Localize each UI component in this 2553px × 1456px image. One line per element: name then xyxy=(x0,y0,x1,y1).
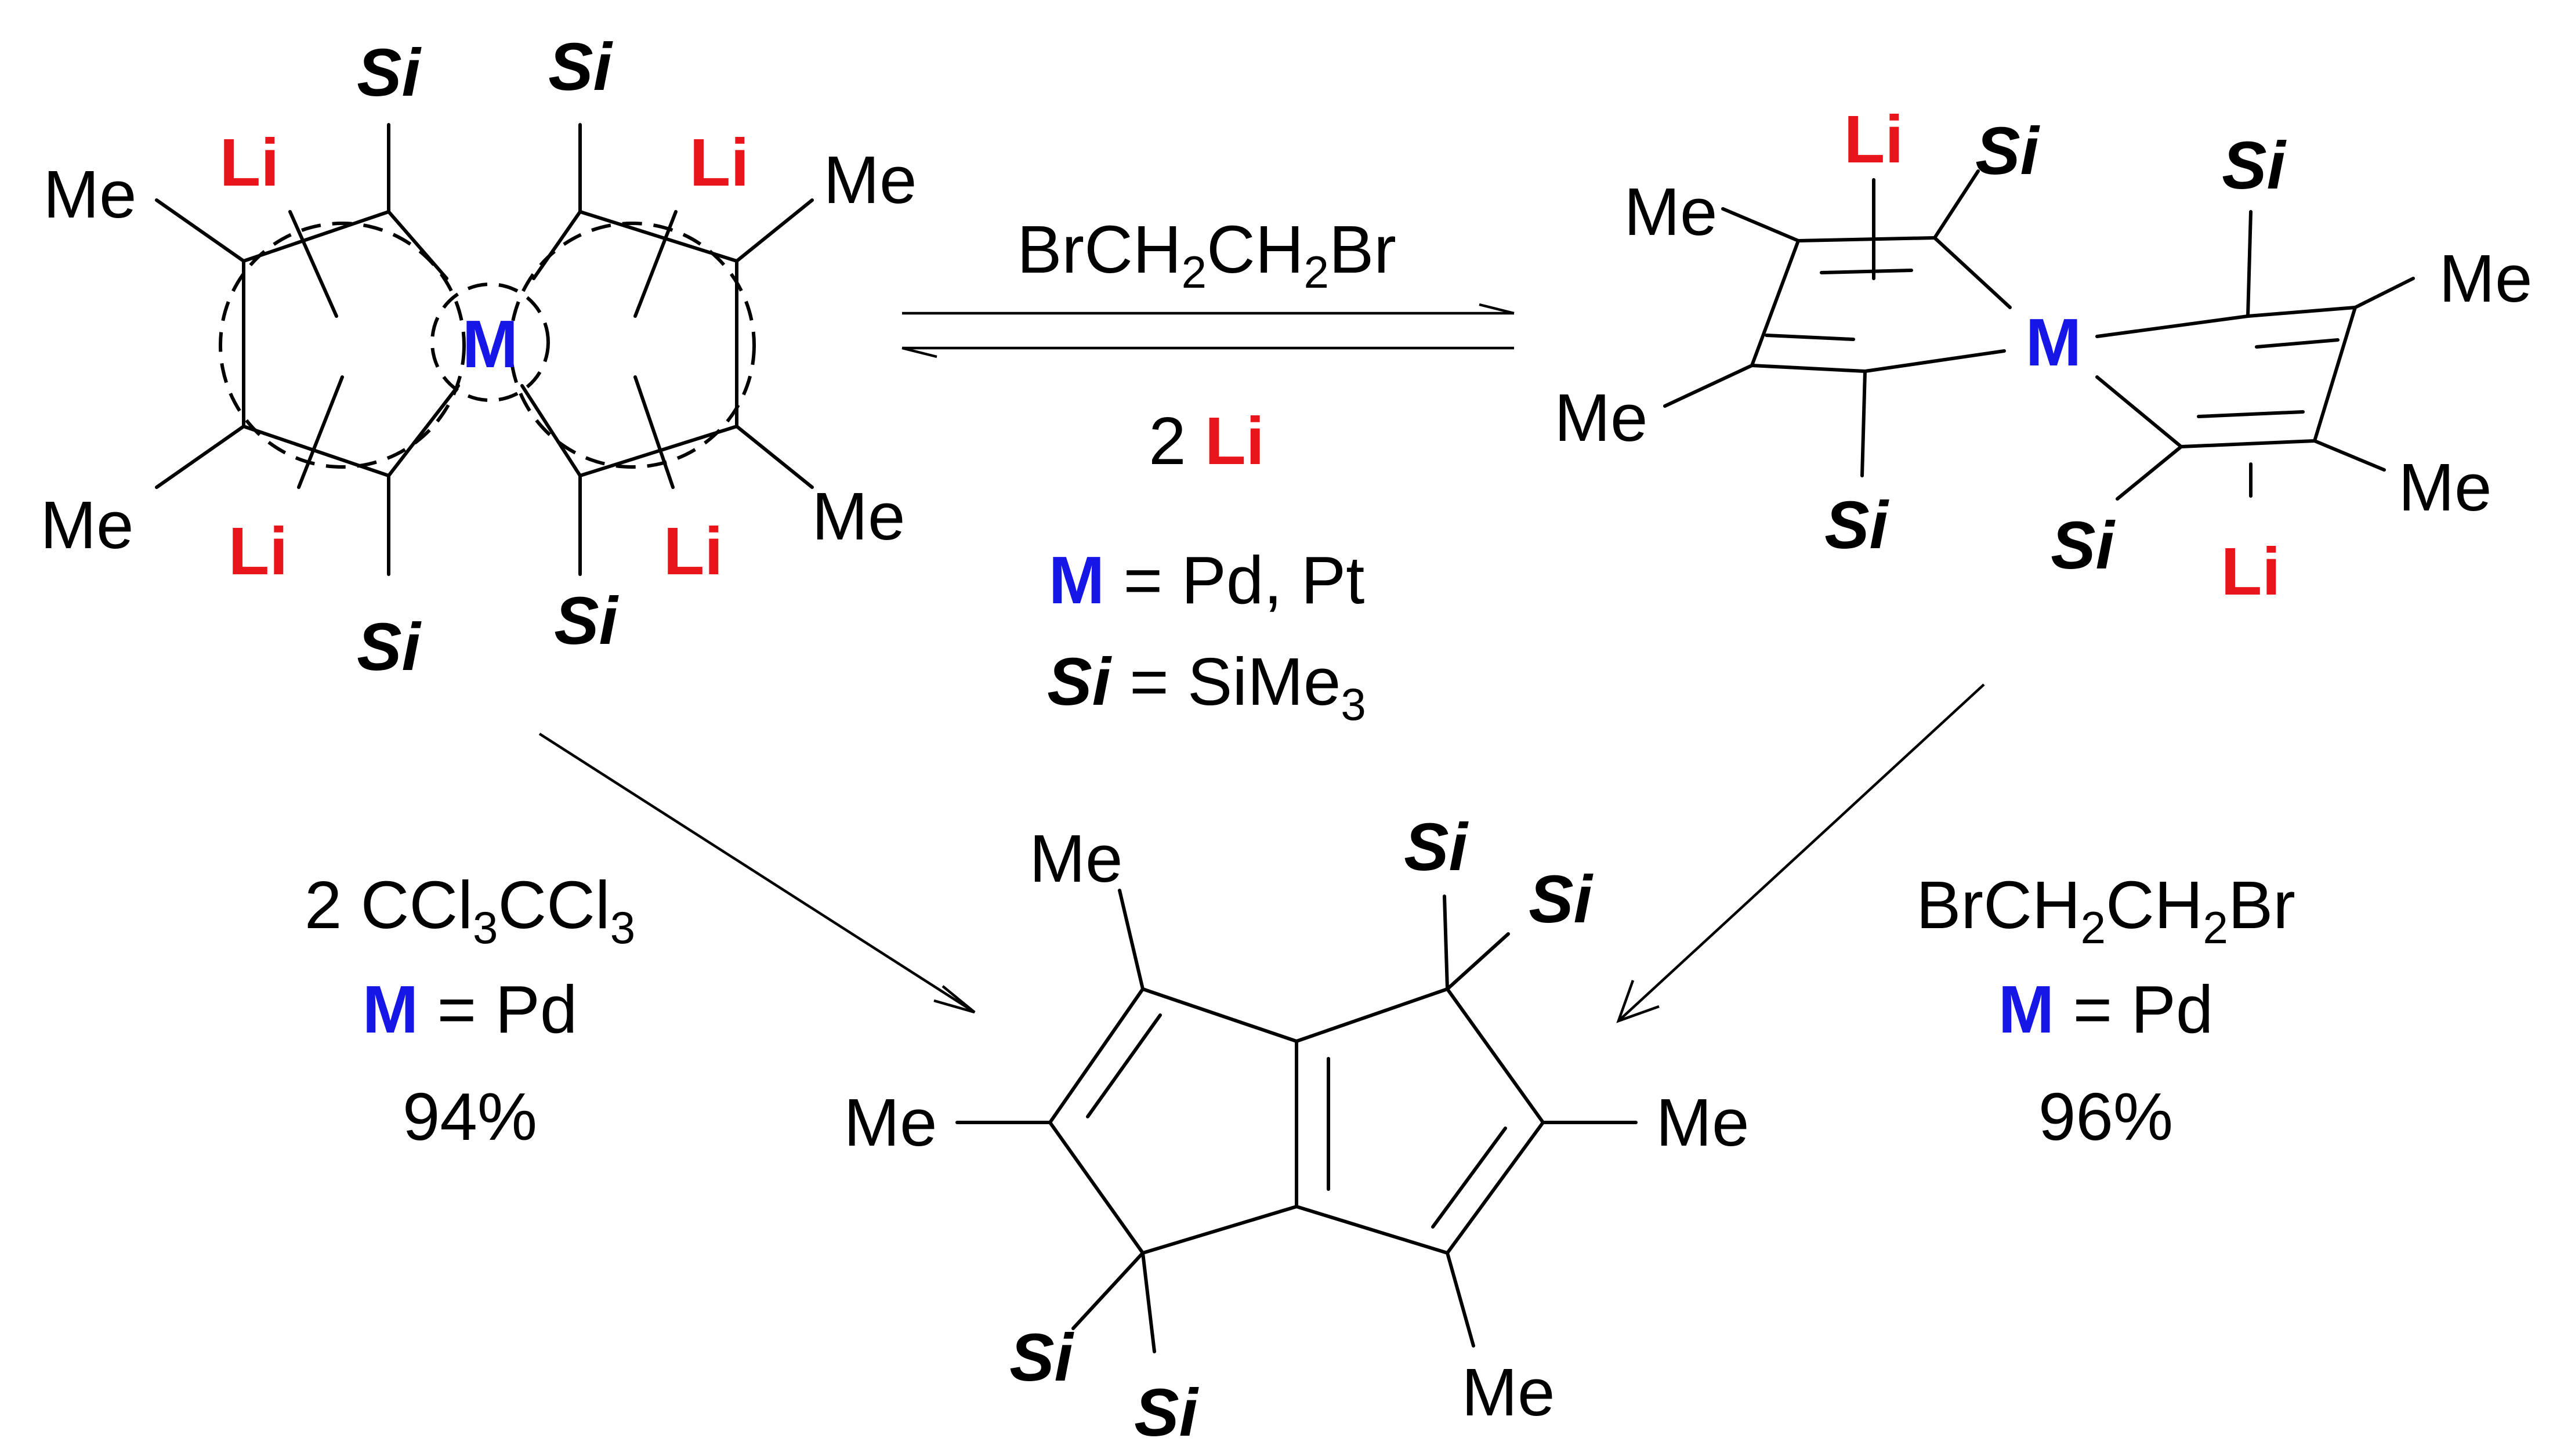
me-label: Me xyxy=(823,142,917,218)
me-label: Me xyxy=(40,487,133,563)
li-label: Li xyxy=(219,125,279,200)
si-label: Si xyxy=(1824,487,1889,563)
reverse-reagent: 2 Li xyxy=(1149,403,1265,479)
li-label: Li xyxy=(228,513,288,589)
me-label: Me xyxy=(1656,1085,1749,1160)
right-condition: M = Pd xyxy=(1998,972,2214,1047)
equilibrium-arrows xyxy=(901,303,1515,358)
me-label: Me xyxy=(1624,174,1717,249)
right-yield: 96% xyxy=(2038,1079,2173,1154)
si-label: Si xyxy=(1975,113,2040,189)
si-label: Si xyxy=(357,609,422,684)
left-reagent: 2 CCl3CCl3 xyxy=(305,867,635,953)
si-definition: Si = SiMe3 xyxy=(1047,644,1366,730)
me-label: Me xyxy=(1029,821,1122,896)
left-yield: 94% xyxy=(403,1079,537,1154)
metal-label: M xyxy=(2026,305,2082,380)
spiro-metallate-complex: M Si Si Si Si Li Li Li Li Me Me Me Me xyxy=(40,29,917,684)
me-label: Me xyxy=(1461,1354,1555,1430)
left-conversion-arrow xyxy=(538,733,976,1014)
me-label: Me xyxy=(812,479,905,554)
me-label: Me xyxy=(43,157,136,232)
si-label: Si xyxy=(554,583,619,658)
li-label: Li xyxy=(1844,102,1903,177)
right-reagent: BrCH2CH2Br xyxy=(1916,867,2295,953)
si-label: Si xyxy=(1009,1320,1074,1395)
me-label: Me xyxy=(1554,380,1647,455)
li-label: Li xyxy=(663,513,723,589)
metal-label: M xyxy=(462,306,519,382)
me-label: Me xyxy=(843,1085,937,1160)
si-label: Si xyxy=(2222,128,2287,203)
si-label: Si xyxy=(1404,809,1469,885)
right-conversion-arrow xyxy=(1616,683,1985,1023)
si-label: Si xyxy=(2051,508,2116,583)
me-label: Me xyxy=(2398,450,2492,525)
li-label: Li xyxy=(689,125,749,200)
forward-reagent: BrCH2CH2Br xyxy=(1017,212,1396,298)
li-label: Li xyxy=(2221,534,2280,609)
open-metal-complex: M Li Li Si Si Si Si Me Me Me Me xyxy=(1554,102,2532,609)
si-label: Si xyxy=(1134,1375,1199,1450)
me-label: Me xyxy=(2439,241,2532,316)
metal-definition: M = Pd, Pt xyxy=(1049,542,1365,618)
si-label: Si xyxy=(548,29,613,104)
pentalene-product: Me Me Me Me Si Si Si Si xyxy=(843,809,1749,1450)
si-label: Si xyxy=(1529,861,1594,937)
si-label: Si xyxy=(357,35,422,110)
left-condition: M = Pd xyxy=(363,972,578,1047)
